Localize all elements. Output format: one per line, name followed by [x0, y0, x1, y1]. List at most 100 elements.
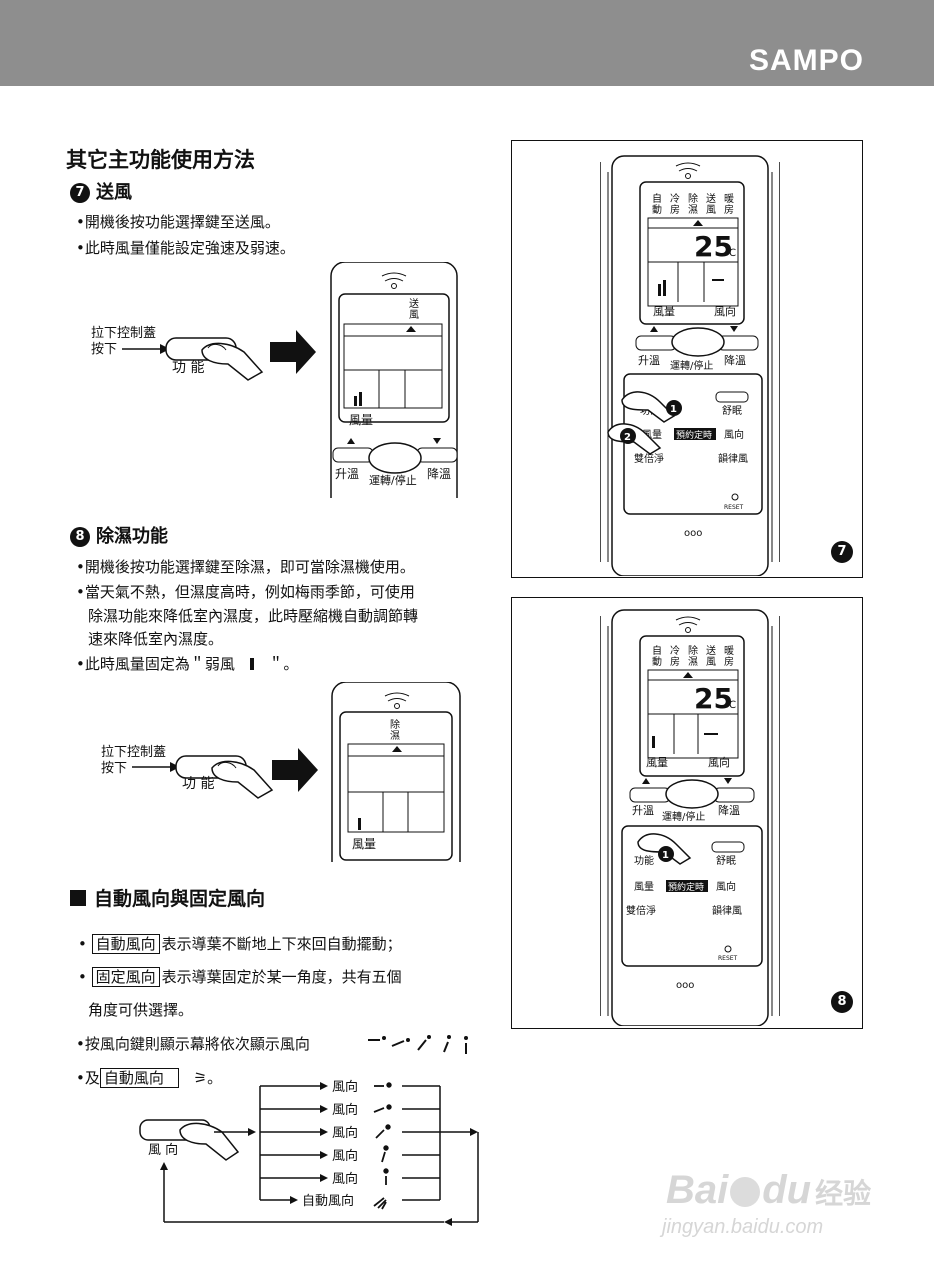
fig7-reset: RESET	[724, 504, 744, 511]
fan-remote-display: 送 風 風量 升溫 降溫 運轉/停止	[330, 262, 458, 498]
fan-remote-speed-label: 風量	[349, 413, 373, 427]
and-auto-line: •及自動風向 ⚞。	[76, 1066, 222, 1090]
watermark-cn: 经验	[815, 1178, 872, 1209]
svg-text:2: 2	[624, 432, 631, 443]
figure-7-frame	[511, 140, 863, 578]
square-bullet-icon	[70, 890, 86, 906]
press-direction-line: •按風向鍵則顯示幕將依次顯示風向	[76, 1032, 310, 1056]
direction-heading: 自動風向與固定風向	[70, 884, 265, 911]
instruction-line-1b: 拉下控制蓋	[101, 745, 167, 760]
fan-arrow-icon	[270, 330, 316, 374]
fig8-btn-function: 功能	[634, 854, 654, 867]
dehumid-bullet-3: •此時風量固定為＂弱風 ＂。	[76, 652, 298, 676]
svg-text:冷: 冷	[670, 192, 680, 205]
fig7-btn-sleep: 舒眠	[722, 404, 742, 417]
fig7-dir-label: 風向	[714, 304, 736, 318]
fig8-btn-timer: 預約定時	[668, 881, 704, 893]
svg-text:房: 房	[724, 655, 734, 668]
dehumid-key-label: 功 能	[182, 776, 214, 792]
svg-text:動: 動	[652, 655, 662, 668]
dehumid-bullet-2: •當天氣不熱，但濕度高時，例如梅雨季節，可使用	[76, 583, 415, 601]
fig8-btn-rhythm: 韻律風	[712, 904, 742, 917]
fig8-power: 運轉/停止	[662, 810, 705, 823]
fig8-btn-fan: 風量	[634, 881, 654, 893]
figure-8-frame	[511, 597, 863, 1029]
header-bar	[0, 0, 934, 86]
fixed-direction-box: 固定風向	[91, 967, 160, 987]
svg-text:暖: 暖	[724, 192, 734, 205]
fig7-temp: 25	[694, 230, 733, 263]
fig7-up: 升溫	[638, 353, 660, 367]
fig7-btn-double: 雙倍淨	[634, 452, 664, 465]
fig8-dir-label: 風向	[708, 755, 730, 769]
auto-direction-line: • 自動風向表示導葉不斷地上下來回自動擺動；	[78, 934, 402, 954]
fan-instruction: 拉下控制蓋 按下	[91, 326, 156, 358]
dehumid-bullet-2c: 速來降低室內濕度。	[88, 630, 224, 648]
dehumid-bullet-3-text: •此時風量固定為＂弱風	[76, 655, 235, 673]
fig7-btn-rhythm: 韻律風	[718, 452, 748, 465]
svg-text:送: 送	[706, 192, 716, 205]
brand-logo: SAMPO	[748, 44, 864, 77]
fig8-btn-sleep: 舒眠	[716, 854, 736, 867]
fig7-power: 運轉/停止	[670, 359, 713, 372]
svg-text:房: 房	[724, 203, 734, 216]
flow-label-2: 風向	[332, 1102, 358, 1118]
fan-key-label: 功 能	[172, 360, 204, 376]
press-direction-text: •按風向鍵則顯示幕將依次顯示風向	[76, 1035, 310, 1053]
dehumid-bullet-2b: 除濕功能來降低室內濕度，此時壓縮機自動調節轉	[88, 607, 419, 625]
svg-text:風: 風	[706, 204, 716, 216]
dehumid-title: 除濕功能	[96, 526, 168, 547]
and-suffix: 。	[207, 1069, 223, 1087]
paw-icon	[730, 1177, 761, 1207]
flow-label-3: 風向	[332, 1125, 358, 1141]
dehumid-remote-speed-label: 風量	[352, 837, 376, 851]
fan-bullet-2: •此時風量僅能設定強速及弱速。	[76, 239, 295, 257]
instruction-line-2: 按下	[91, 342, 118, 357]
direction-key-label: 風 向	[148, 1142, 178, 1158]
fixed-direction-desc-2: 角度可供選擇。	[88, 1001, 194, 1019]
svg-text:房: 房	[670, 655, 680, 668]
weak-fan-icon	[249, 658, 254, 670]
svg-text:除: 除	[688, 644, 698, 657]
dehumid-bullet-3-tail: ＂。	[268, 655, 299, 673]
direction-sequence-icons	[368, 1035, 468, 1054]
svg-text:1: 1	[662, 850, 669, 861]
flow-label-5: 風向	[332, 1171, 358, 1187]
figure-8-remote: 自動 冷房 除濕 送風 暖房 25 ℃ 風量 風向 升溫 降溫 運轉/停止 功能…	[600, 609, 780, 1026]
direction-flow-diagram: 風 向 風向 風向 風向 風向 風向 自動風向	[139, 1079, 479, 1226]
and-prefix: •及	[76, 1069, 100, 1087]
svg-text:風: 風	[706, 656, 716, 668]
svg-text:送: 送	[706, 644, 716, 657]
fig7-btn-timer: 預約定時	[676, 429, 712, 441]
fig8-up: 升溫	[632, 803, 654, 817]
fan-press-illustration: 功 能	[122, 337, 264, 381]
fig8-dots: ooo	[676, 980, 694, 991]
fig7-btn-direction: 風向	[724, 428, 744, 441]
instruction-line-1: 拉下控制蓋	[91, 326, 157, 341]
fan-number: 7	[70, 183, 90, 203]
watermark-brand-1: Bai	[666, 1168, 729, 1212]
dehumid-press-illustration: 功 能	[132, 755, 274, 799]
watermark-brand-2: du	[762, 1168, 812, 1212]
svg-text:自: 自	[652, 644, 662, 657]
fig8-unit: ℃	[725, 700, 736, 711]
fan-remote-down: 降溫	[427, 467, 451, 481]
flow-label-6: 自動風向	[302, 1193, 354, 1209]
svg-text:濕: 濕	[688, 203, 698, 216]
fixed-direction-desc: 表示導葉固定於某一角度，共有五個	[161, 968, 402, 986]
svg-text:暖: 暖	[724, 644, 734, 657]
auto-direction-box: 自動風向	[91, 934, 160, 954]
fan-bullet-1: •開機後按功能選擇鍵至送風。	[76, 213, 280, 231]
fig7-unit: ℃	[725, 248, 736, 259]
svg-text:濕: 濕	[688, 655, 698, 668]
instruction-line-2b: 按下	[101, 761, 128, 776]
auto-direction-desc: 表示導葉不斷地上下來回自動擺動；	[161, 935, 402, 953]
svg-text:房: 房	[670, 203, 680, 216]
svg-text:動: 動	[652, 203, 662, 216]
fig8-btn-direction: 風向	[716, 880, 736, 893]
figure-7-number: 7	[831, 541, 853, 563]
dehumid-remote-mode-2: 濕	[390, 729, 400, 742]
